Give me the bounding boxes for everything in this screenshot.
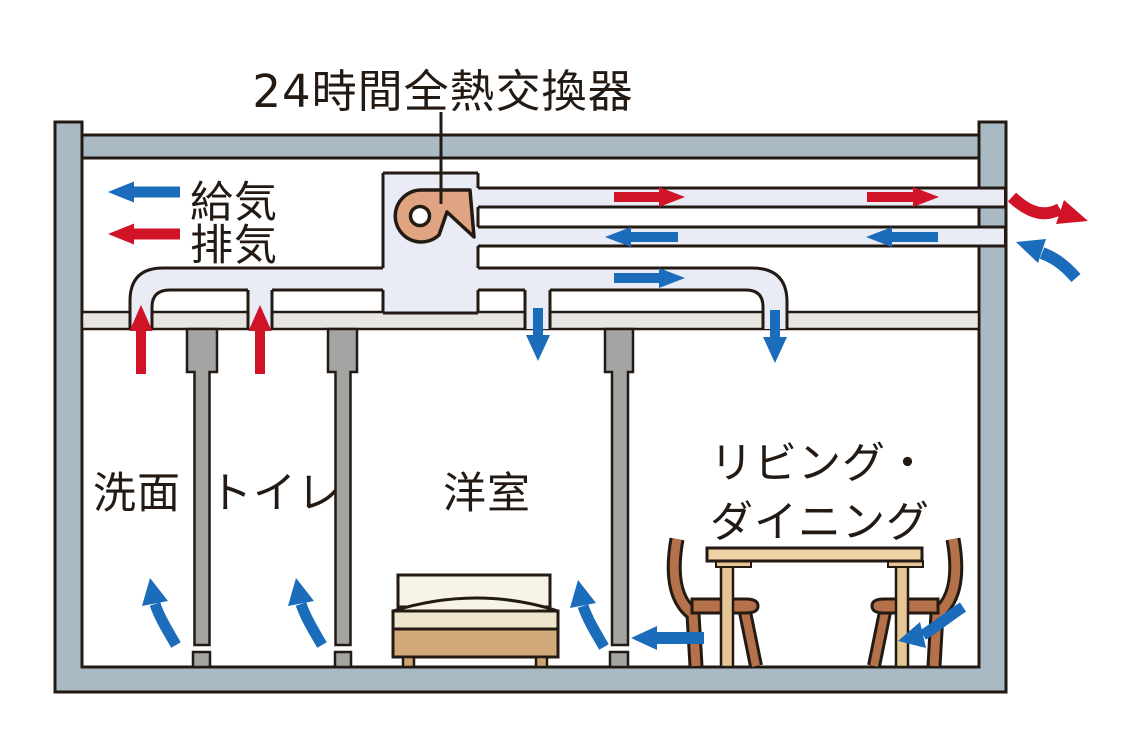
legend-exhaust-label: 排気	[190, 221, 278, 271]
bed-mattress-top	[392, 596, 559, 613]
supply-distribution-arrow-right	[614, 268, 685, 288]
bed-leg	[401, 655, 416, 669]
room-airflow-arrow-washroom	[142, 578, 181, 648]
partition-wall-washroom-toilet	[185, 327, 219, 669]
legend-supply-arrow-icon	[108, 181, 180, 203]
table-leg	[719, 559, 735, 669]
supply-flow-arrow-left-2	[866, 227, 938, 247]
diagram-title: 24時間全熱交換器	[252, 65, 634, 118]
heat-exchanger-unit	[381, 171, 480, 315]
dining-table	[705, 546, 924, 669]
exhaust-up-arrow-washroom	[129, 305, 153, 374]
door-foot-block	[608, 650, 630, 669]
bed-leg	[534, 655, 549, 669]
underdoor-flow-arrow-living	[631, 626, 704, 650]
room-label-living-dining-line2: ダイニング	[710, 498, 930, 548]
room-airflow-arrow-living	[898, 602, 967, 648]
fan-blower-icon	[393, 188, 476, 244]
supply-drop-arrow-living	[763, 310, 787, 363]
exhaust-to-outside-arrow	[1007, 192, 1088, 224]
room-label-toilet: トイレ	[209, 469, 341, 519]
room-label-washroom: 洗面	[93, 469, 181, 519]
bed-mattress	[391, 609, 560, 631]
house-outer-walls	[53, 120, 1008, 694]
door-foot-block	[191, 650, 212, 669]
room-label-living-dining-line1: リビング・	[710, 439, 930, 489]
partition-wall-toilet-westernroom	[326, 327, 359, 669]
roof-beam	[80, 133, 981, 160]
bed	[391, 573, 560, 669]
legend-exhaust-arrow-icon	[108, 223, 180, 245]
supply-duct-intake	[478, 225, 1007, 248]
room-airflow-arrow-toilet	[288, 578, 327, 648]
room-label-western-room: 洋室	[443, 469, 531, 519]
exhaust-return-duct	[128, 266, 383, 329]
supply-flow-arrow-left-1	[605, 227, 678, 247]
door-foot-block	[333, 650, 353, 669]
supply-duct-distribution	[478, 266, 789, 329]
supply-drop-arrow-westernroom	[526, 308, 550, 361]
table-top	[705, 546, 924, 563]
exhaust-up-arrow-toilet	[248, 305, 272, 374]
fresh-air-intake-arrow	[1016, 239, 1081, 283]
partition-wall-westernroom-living	[603, 327, 635, 669]
exhaust-flow-arrow-right-2	[867, 187, 939, 207]
room-airflow-arrow-westernroom	[570, 580, 609, 650]
exhaust-flow-arrow-right-1	[614, 187, 685, 207]
table-leg	[894, 559, 910, 669]
legend-supply-label: 給気	[190, 178, 278, 228]
bed-base	[391, 627, 560, 659]
